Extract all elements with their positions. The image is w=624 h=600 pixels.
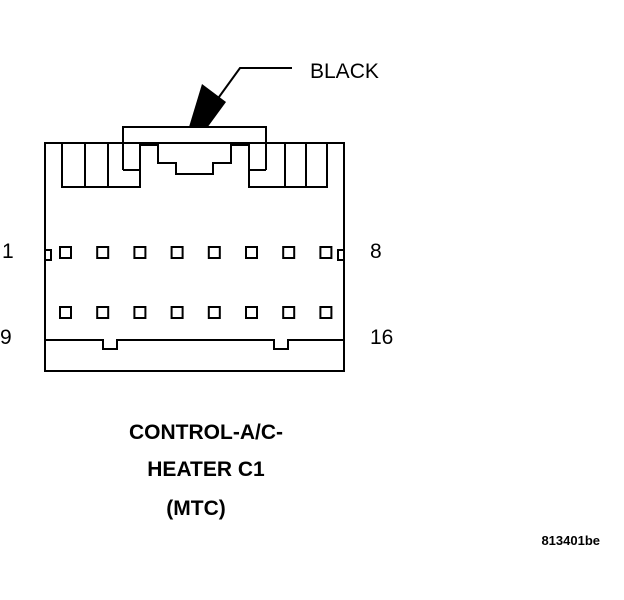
pin-cavity-15 bbox=[282, 306, 296, 319]
pin-label-16: 16 bbox=[370, 326, 393, 349]
pin-cavity-12 bbox=[170, 306, 184, 319]
left-ribs bbox=[61, 142, 141, 188]
pin-row-bottom bbox=[59, 306, 333, 319]
connector-title-line-3: (MTC) bbox=[166, 497, 225, 520]
left-side-key bbox=[44, 249, 52, 261]
pin-cavity-1 bbox=[59, 246, 72, 259]
pin-cavity-8 bbox=[319, 246, 333, 259]
leader-arrowhead bbox=[189, 84, 226, 128]
right-side-key bbox=[337, 249, 345, 261]
pin-label-1: 1 bbox=[2, 240, 14, 263]
pin-cavity-7 bbox=[282, 246, 296, 259]
figure-code: 813401be bbox=[541, 533, 600, 548]
pin-cavity-10 bbox=[96, 306, 110, 319]
color-label: BLACK bbox=[310, 60, 379, 83]
pin-cavity-6 bbox=[245, 246, 258, 259]
pin-cavity-4 bbox=[170, 246, 184, 259]
latch-outer bbox=[122, 126, 267, 170]
pin-cavity-14 bbox=[245, 306, 258, 319]
pin-cavity-3 bbox=[133, 246, 147, 259]
connector-skirt bbox=[45, 339, 344, 350]
pin-label-9: 9 bbox=[0, 326, 12, 349]
connector-title-line-2: HEATER C1 bbox=[147, 458, 265, 481]
latch-inner bbox=[139, 144, 250, 186]
color-leader bbox=[189, 67, 292, 128]
connector-body bbox=[44, 126, 345, 372]
right-ribs bbox=[248, 142, 328, 188]
pin-cavity-5 bbox=[207, 246, 221, 259]
pin-cavity-11 bbox=[133, 306, 147, 319]
pin-cavity-13 bbox=[207, 306, 221, 319]
pin-cavity-16 bbox=[319, 306, 333, 319]
connector-title-line-1: CONTROL-A/C- bbox=[129, 421, 283, 444]
pin-label-8: 8 bbox=[370, 240, 382, 263]
pin-cavity-9 bbox=[59, 306, 72, 319]
pin-cavity-2 bbox=[96, 246, 110, 259]
pin-row-top bbox=[59, 246, 333, 259]
